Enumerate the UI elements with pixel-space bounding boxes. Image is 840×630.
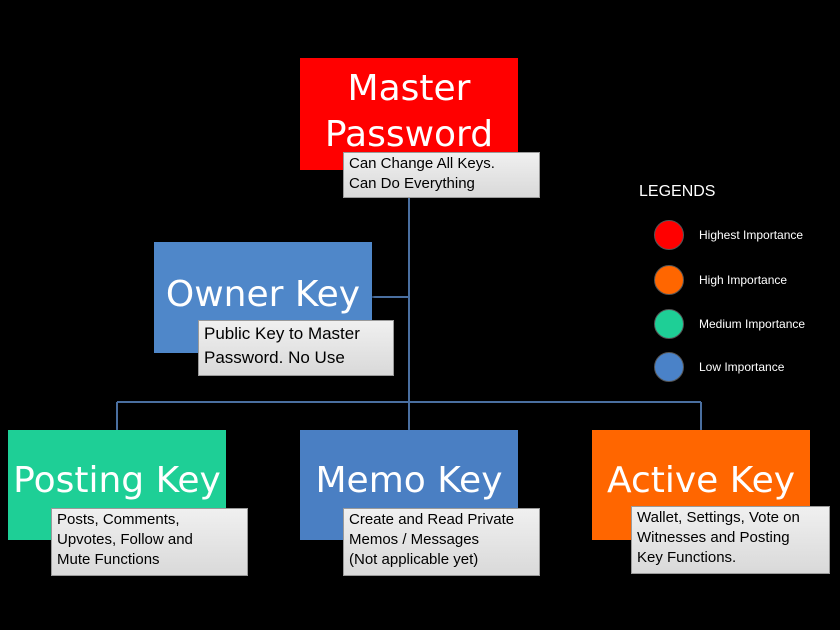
note-line: Posts, Comments, (57, 511, 180, 528)
note-line: Can Do Everything (349, 175, 475, 192)
posting-key-title: Posting Key (13, 460, 221, 501)
legend-item-high: High Importance (654, 264, 787, 296)
note-line: Password. No Use (204, 348, 345, 367)
master-password-title-line2: Password (324, 114, 494, 155)
posting-key-note: Posts, Comments, Upvotes, Follow and Mut… (51, 508, 248, 576)
legend-item-low: Low Importance (654, 351, 784, 383)
note-line: Key Functions. (637, 549, 737, 566)
legend-dot-icon (654, 309, 684, 339)
legend-title: LEGENDS (639, 183, 716, 200)
active-key-title: Active Key (606, 460, 796, 501)
legend-label: Medium Importance (699, 317, 806, 331)
note-line: Upvotes, Follow and (57, 531, 193, 548)
owner-key-title: Owner Key (165, 274, 361, 315)
note-line: Create and Read Private (349, 511, 515, 528)
note-line: (Not applicable yet) (349, 551, 479, 568)
legend-item-highest: Highest Importance (654, 219, 803, 251)
note-line: Can Change All Keys. (349, 155, 495, 172)
legend-dot-icon (654, 220, 684, 250)
note-line: Public Key to Master (204, 324, 360, 343)
note-line: Witnesses and Posting (637, 529, 790, 546)
legend-label: Low Importance (699, 360, 785, 374)
owner-key-note: Public Key to Master Password. No Use (198, 320, 394, 376)
note-line: Mute Functions (57, 551, 160, 568)
master-password-title-line1: Master (347, 68, 471, 109)
legend-item-medium: Medium Importance (654, 308, 805, 340)
master-password-note: Can Change All Keys. Can Do Everything (343, 152, 540, 198)
note-line: Memos / Messages (349, 531, 480, 548)
active-key-note: Wallet, Settings, Vote on Witnesses and … (631, 506, 830, 574)
legend-dot-icon (654, 265, 684, 295)
master-password-box: Master Password (300, 58, 518, 170)
note-line: Wallet, Settings, Vote on (637, 509, 800, 526)
legend-label: Highest Importance (699, 228, 804, 242)
legend-label: High Importance (699, 273, 788, 287)
legend-dot-icon (654, 352, 684, 382)
memo-key-note: Create and Read Private Memos / Messages… (343, 508, 540, 576)
memo-key-title: Memo Key (315, 460, 503, 501)
